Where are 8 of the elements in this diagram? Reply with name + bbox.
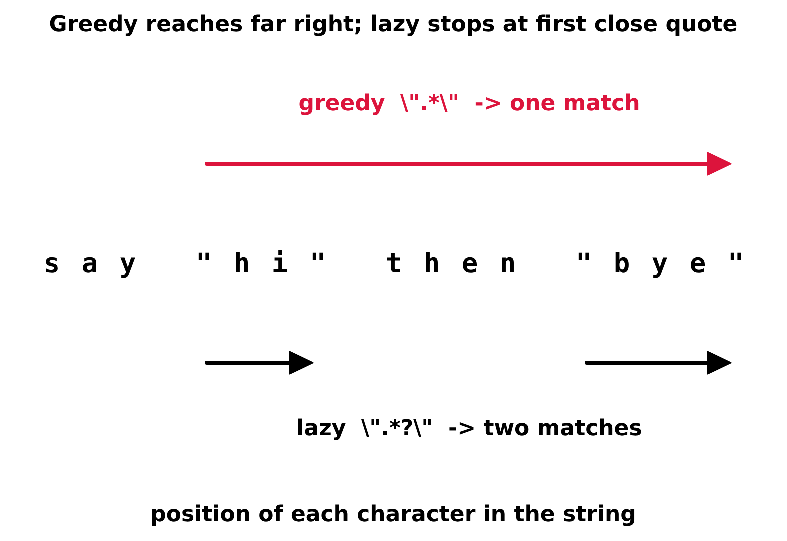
axis-label: position of each character in the string [150,502,636,528]
string-characters: " h i " [196,248,329,280]
string-characters: t h e n [386,248,519,280]
chart-title: Greedy reaches far right; lazy stops at first close quote [49,12,738,38]
string-characters: s a y [44,248,139,280]
lazy-label: lazy \".*?\" -> two matches [296,416,642,442]
greedy-label: greedy \".*\" -> one match [298,91,640,117]
string-characters: " b y e " [576,248,747,280]
